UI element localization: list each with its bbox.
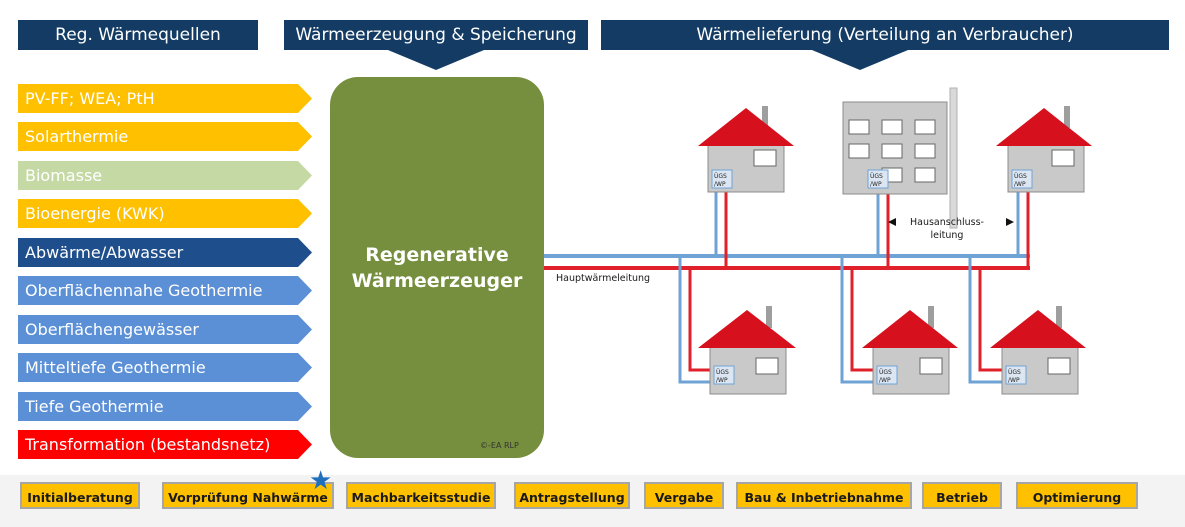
- house-top-left: ÜGS/WP: [698, 106, 794, 193]
- source-oberflaechengewaesser: Oberflächengewässer: [18, 315, 312, 344]
- source-biomasse: Biomasse: [18, 161, 312, 190]
- connection-house-bottom-right: [968, 256, 1003, 384]
- header-generation-arrow: [388, 50, 484, 70]
- star-icon: ★: [309, 466, 333, 496]
- step-betrieb[interactable]: Betrieb: [922, 482, 1002, 509]
- connection-house-top-left: [714, 190, 728, 268]
- svg-text:ÜGS: ÜGS: [716, 369, 729, 376]
- house-bottom-right: ÜGS/WP: [990, 306, 1086, 395]
- source-tiefe-geothermie: Tiefe Geothermie: [18, 392, 312, 421]
- header-delivery-arrow: [812, 50, 908, 70]
- step-machbarkeitsstudie[interactable]: Machbarkeitsstudie: [346, 482, 496, 509]
- svg-text:/WP: /WP: [714, 181, 726, 188]
- source-solarthermie: Solarthermie: [18, 122, 312, 151]
- svg-text:/WP: /WP: [1008, 377, 1020, 384]
- source-bioenergie: Bioenergie (KWK): [18, 199, 312, 228]
- svg-text:/WP: /WP: [879, 377, 891, 384]
- svg-text:/WP: /WP: [716, 377, 728, 384]
- source-oberflaechennahe-geothermie: Oberflächennahe Geothermie: [18, 276, 312, 305]
- house-top-right: ÜGS/WP: [996, 106, 1092, 193]
- step-initialberatung[interactable]: Initialberatung: [20, 482, 140, 509]
- step-antragstellung[interactable]: Antragstellung: [514, 482, 630, 509]
- main-line-label: Hauptwärmeleitung: [556, 273, 651, 284]
- house-bottom-middle: ÜGS/WP: [862, 306, 958, 395]
- svg-text:/WP: /WP: [1014, 181, 1026, 188]
- step-vergabe[interactable]: Vergabe: [644, 482, 724, 509]
- header-generation: Wärmeerzeugung & Speicherung: [284, 20, 588, 50]
- step-optimierung[interactable]: Optimierung: [1016, 482, 1138, 509]
- generator-box: [330, 77, 544, 458]
- source-transformation: Transformation (bestandsnetz): [18, 430, 312, 459]
- svg-text:/WP: /WP: [870, 181, 882, 188]
- step-bau-inbetriebnahme[interactable]: Bau & Inbetriebnahme: [736, 482, 912, 509]
- svg-text:ÜGS: ÜGS: [714, 173, 727, 180]
- source-abwaerme: Abwärme/Abwasser: [18, 238, 312, 267]
- generator-title: Regenerative Wärmeerzeuger: [351, 244, 523, 292]
- connection-house-bottom-middle: [840, 256, 874, 384]
- connection-house-top-right: [1016, 190, 1030, 268]
- svg-text:ÜGS: ÜGS: [870, 173, 883, 180]
- source-mitteltiefe-geothermie: Mitteltiefe Geothermie: [18, 353, 312, 382]
- connection-dimension-arrow: [888, 218, 1014, 226]
- svg-text:ÜGS: ÜGS: [1014, 173, 1027, 180]
- connection-apartment: [876, 192, 890, 268]
- header-sources: Reg. Wärmequellen: [18, 20, 258, 50]
- svg-text:ÜGS: ÜGS: [1008, 369, 1021, 376]
- house-bottom-left: ÜGS/WP: [698, 306, 796, 395]
- apartment-building: ÜGS/WP: [842, 87, 958, 229]
- connection-house-bottom-left: [678, 256, 712, 384]
- svg-text:ÜGS: ÜGS: [879, 369, 892, 376]
- connection-label: Hausanschluss- leitung: [910, 217, 984, 241]
- source-pv-ff: PV-FF; WEA; PtH: [18, 84, 312, 113]
- header-delivery: Wärmelieferung (Verteilung an Verbrauche…: [601, 20, 1169, 50]
- step-vorpruefung-nahwaerme[interactable]: Vorprüfung Nahwärme: [162, 482, 334, 509]
- copyright-label: ©-EA RLP: [480, 441, 519, 450]
